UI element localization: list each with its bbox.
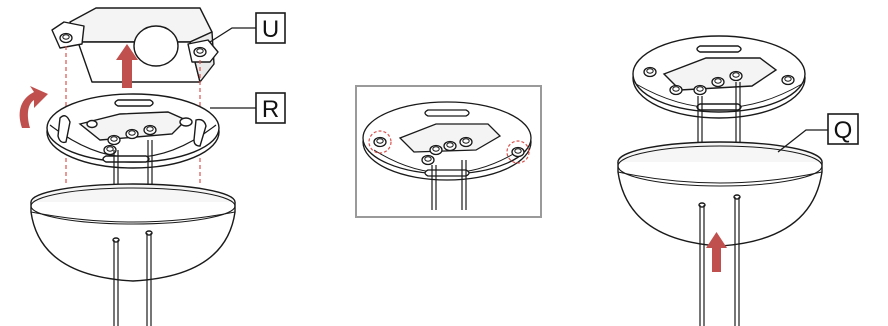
rods-upper-left xyxy=(113,140,153,186)
mounting-plate xyxy=(46,93,220,169)
callout-r: R xyxy=(210,92,286,124)
rods-lower-left xyxy=(113,233,152,326)
callout-u: U xyxy=(209,12,286,44)
svg-text:U: U xyxy=(262,16,279,43)
detail-inset xyxy=(355,85,542,218)
right-assembly: Q xyxy=(617,35,859,326)
canopy-disk-right xyxy=(617,141,823,247)
svg-text:R: R xyxy=(262,96,279,123)
mounting-plate-right xyxy=(632,35,806,119)
rods-inset xyxy=(431,160,467,210)
junction-box xyxy=(51,7,219,83)
rotate-arrow-icon xyxy=(19,86,48,128)
rods-lower-right xyxy=(699,197,740,326)
rods-upper-right xyxy=(697,82,741,146)
callout-q: Q xyxy=(777,113,859,153)
lift-arrow-icon xyxy=(116,44,138,88)
canopy-disk-left xyxy=(30,183,236,282)
left-assembly: U R xyxy=(19,7,286,326)
svg-text:Q: Q xyxy=(834,117,853,144)
highlight-circles xyxy=(368,130,530,164)
push-arrow-icon xyxy=(706,232,727,272)
